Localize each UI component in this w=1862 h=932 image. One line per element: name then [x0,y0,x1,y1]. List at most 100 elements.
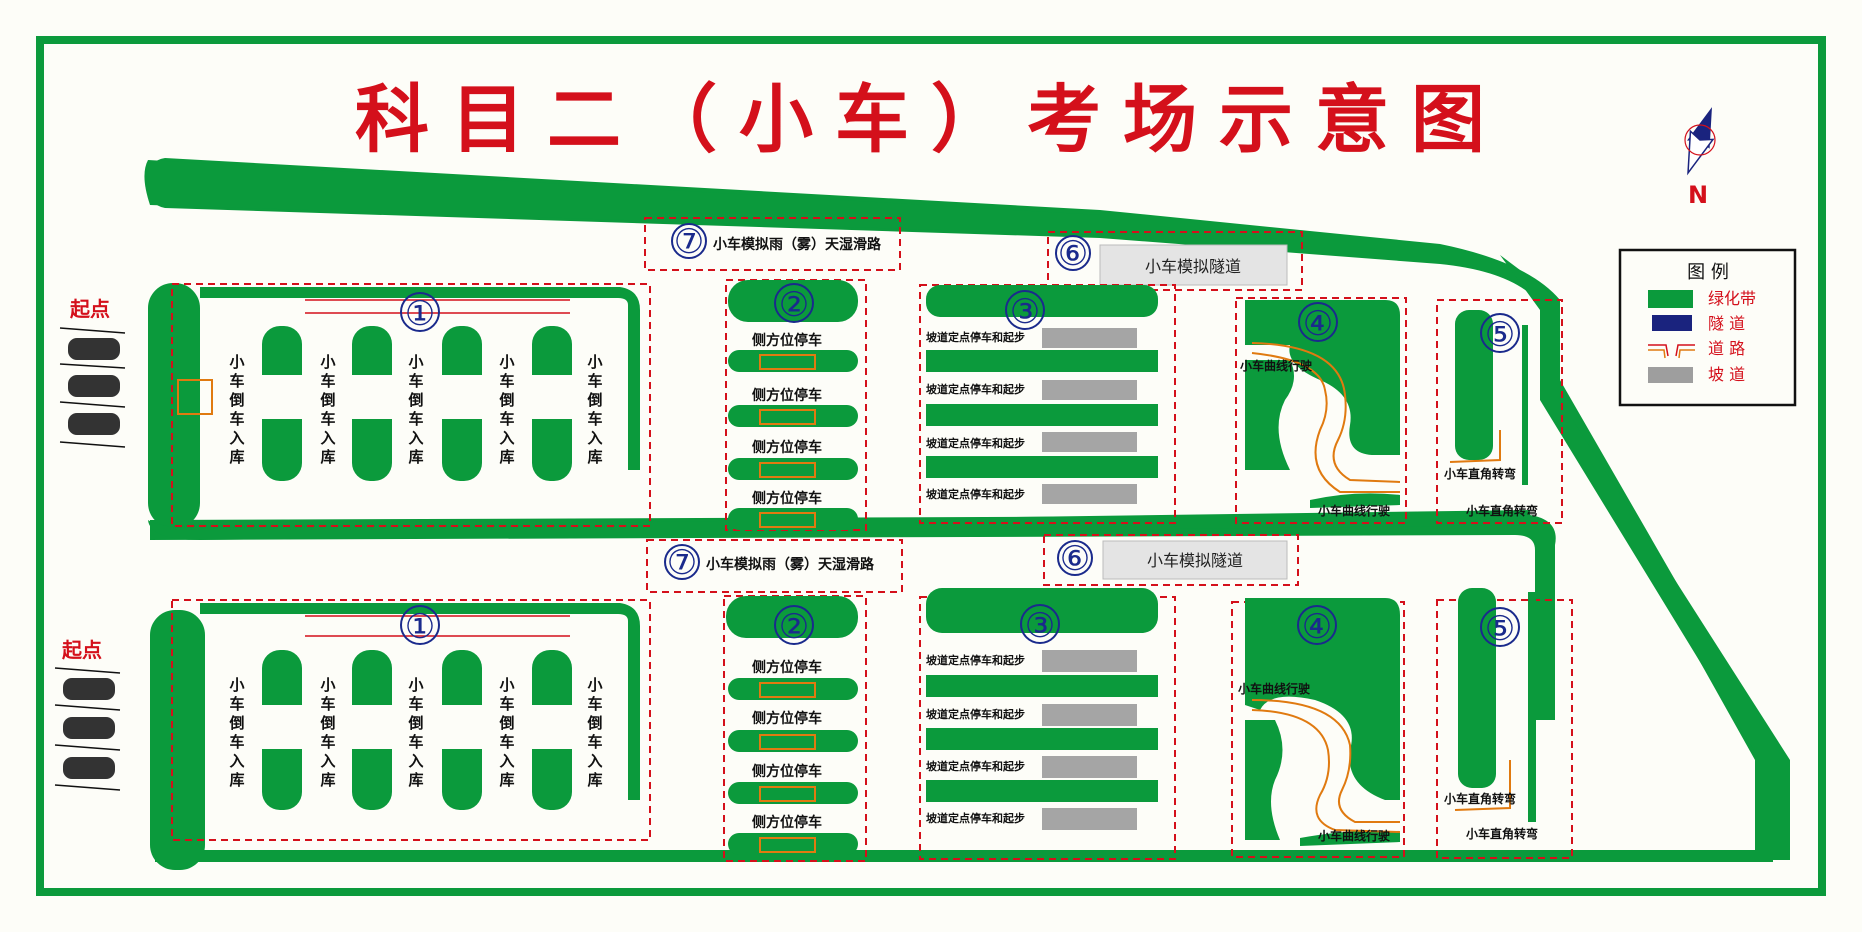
reverse-parking-label: 小车倒车入库 [586,353,602,466]
legend-title: 图 例 [1687,262,1729,283]
reverse-parking-label: 小车倒车入库 [319,676,335,789]
reverse-parking-label: 小车倒车入库 [586,676,602,789]
zone-number: ⑦ [667,543,697,583]
zone-4-upper: ④ [1235,297,1407,524]
reverse-parking-label: 小车倒车入库 [498,676,514,789]
green-frame [36,36,1826,896]
slope-ramp [1042,380,1137,400]
zone-label: 小车模拟雨（雾）天湿滑路 [713,236,882,253]
reverse-parking-label: 小车倒车入库 [319,353,335,466]
zone-label: 坡道定点停车和起步 [926,811,1025,825]
zone-3-upper: ③ [919,284,1176,524]
zone-number: ① [405,607,435,647]
car-icon [63,757,115,779]
legend-label: 道 路 [1708,339,1745,358]
zone-number: ④ [1303,304,1333,344]
tunnel-block [1102,540,1288,580]
zone-label: 侧方位停车 [752,710,822,727]
zone-number: ⑦ [674,222,704,262]
zone-7-upper: ⑦ 小车模拟雨（雾）天湿滑路 [644,217,901,271]
zone-2-upper: ② [725,279,867,531]
legend-label: 绿化带 [1708,289,1756,308]
zone-number: ⑤ [1485,315,1515,355]
zone-5-lower: ⑤ [1436,588,1573,859]
zone-label: 小车直角转弯 [1466,826,1538,841]
car-icon [68,338,120,360]
zone-label: 坡道定点停车和起步 [926,382,1025,396]
zone-number: ④ [1302,607,1332,647]
zone-label: 小车曲线行驶 [1318,503,1390,518]
left-belt-upper [148,283,200,528]
zone-number: ⑥ [1058,234,1088,274]
labels-lower: 侧方位停车 侧方位停车 侧方位停车 侧方位停车 坡道定点停车和起步 坡道定点停车… [752,653,1538,843]
zone-label: 坡道定点停车和起步 [926,759,1025,773]
zone-label: 侧方位停车 [752,659,822,676]
car-icon [68,413,120,435]
zone-label: 侧方位停车 [752,763,822,780]
zone-3-lower: ③ [919,588,1176,860]
car-icon [68,375,120,397]
zone-label: 小车直角转弯 [1444,466,1516,481]
zone-label: 侧方位停车 [752,439,822,456]
car-icon [63,717,115,739]
zone-number: ⑥ [1060,539,1090,579]
tunnel-swatch [1652,315,1692,331]
zone-label: 小车模拟隧道 [1145,257,1241,276]
reverse-parking-labels: 小车倒车入库小车倒车入库小车倒车入库小车倒车入库小车倒车入库小车倒车入库小车倒车… [228,353,602,789]
zone-label: 侧方位停车 [752,490,822,507]
slope-ramp [1042,328,1137,348]
slope-ramp [1042,650,1137,672]
start-label: 起点 [61,638,102,662]
legend-label: 坡 道 [1708,365,1745,384]
reverse-parking-label: 小车倒车入库 [228,353,244,466]
legend: 图 例 绿化带 隧 道 道 路 坡 道 [1618,248,1797,407]
zone-1-lower: ① [171,599,651,841]
tunnel-block [1099,244,1288,286]
start-area-upper: 起点 [59,297,126,448]
zone-5-upper: ⑤ [1436,299,1563,524]
zone-label: 侧方位停车 [752,814,822,831]
slope-ramp [1042,432,1137,452]
slope-ramp [1042,704,1137,726]
zone-label: 小车模拟雨（雾）天湿滑路 [706,556,875,573]
slope-swatch [1648,367,1693,383]
zone-label: 侧方位停车 [752,387,822,404]
slope-ramp [1042,808,1137,830]
zone-6-lower: ⑥ 小车模拟隧道 [1043,534,1299,586]
zone-label: 坡道定点停车和起步 [926,707,1025,721]
zone-number: ② [779,607,809,647]
zone-label: 小车曲线行驶 [1238,681,1310,696]
green-swatch [1648,290,1693,308]
zone-4-lower: ④ [1231,598,1405,858]
zone-number: ③ [1010,292,1040,332]
reverse-parking-label: 小车倒车入库 [407,676,423,789]
left-belt-lower [150,610,205,870]
zone-number: ③ [1025,606,1055,646]
car-icon [63,678,115,700]
zone-label: 小车模拟隧道 [1147,551,1243,570]
slope-ramp [1042,756,1137,778]
slope-ramp [1042,484,1137,504]
zone-label: 坡道定点停车和起步 [926,487,1025,501]
zone-label: 小车曲线行驶 [1240,358,1312,373]
legend-label: 隧 道 [1708,314,1745,333]
zone-label: 小车直角转弯 [1444,791,1516,806]
north-label: N [1688,181,1708,209]
reverse-parking-label: 小车倒车入库 [228,676,244,789]
labels-upper: 侧方位停车 侧方位停车 侧方位停车 侧方位停车 坡道定点停车和起步 坡道定点停车… [752,330,1538,518]
zone-1-upper: ① [171,283,651,527]
reverse-parking-label: 小车倒车入库 [407,353,423,466]
zone-number: ② [779,285,809,325]
zone-2-lower: ② [723,595,867,862]
zone-number: ① [405,294,435,334]
zone-6-upper: ⑥ 小车模拟隧道 [1047,231,1303,291]
zone-label: 侧方位停车 [752,332,822,349]
page-title: 科目二（小车）考场示意图 [355,77,1507,163]
zone-label: 坡道定点停车和起步 [926,330,1025,344]
start-label: 起点 [69,297,110,321]
reverse-parking-label: 小车倒车入库 [498,353,514,466]
compass-icon: N [1684,107,1716,209]
zone-label: 坡道定点停车和起步 [926,436,1025,450]
zone-number: ⑤ [1485,609,1515,649]
